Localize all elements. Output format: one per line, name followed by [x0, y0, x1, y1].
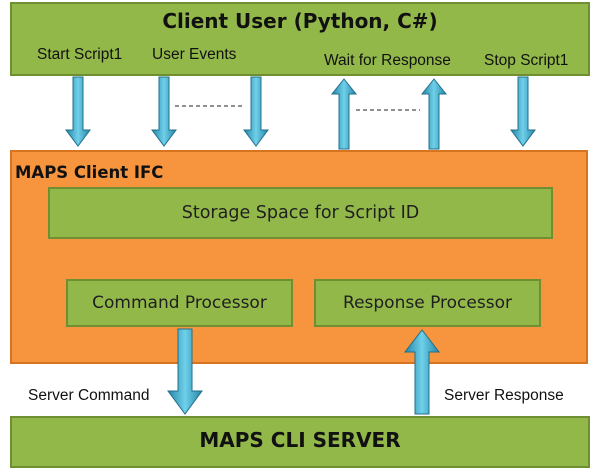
- wait-response-up-arrow-2: [420, 78, 448, 150]
- server-response-up-arrow: [403, 329, 441, 415]
- start-script-label: Start Script1: [37, 46, 123, 63]
- wait-for-response-label: Wait for Response: [324, 52, 451, 69]
- wait-response-up-arrow: [330, 78, 358, 150]
- command-processor-box: Command Processor: [66, 279, 293, 327]
- server-response-label: Server Response: [444, 387, 564, 404]
- response-processor-box: Response Processor: [314, 279, 541, 327]
- start-script-down-arrow: [65, 76, 91, 147]
- user-events-down-arrow: [151, 76, 177, 147]
- maps-client-ifc-box: [10, 150, 588, 364]
- stop-script-down-arrow: [510, 76, 536, 147]
- server-command-label: Server Command: [28, 387, 150, 404]
- server-command-down-arrow: [167, 328, 203, 415]
- stop-script-label: Stop Script1: [484, 52, 569, 69]
- storage-space-box: Storage Space for Script ID: [48, 187, 553, 239]
- user-events-label: User Events: [152, 46, 237, 63]
- client-user-box: [10, 2, 590, 76]
- user-events-down-arrow-2: [243, 76, 269, 147]
- maps-cli-server-title: MAPS CLI SERVER: [199, 428, 401, 452]
- maps-cli-server-box: [10, 416, 590, 468]
- client-user-title: Client User (Python, C#): [162, 9, 438, 33]
- maps-client-ifc-title: MAPS Client IFC: [15, 163, 164, 182]
